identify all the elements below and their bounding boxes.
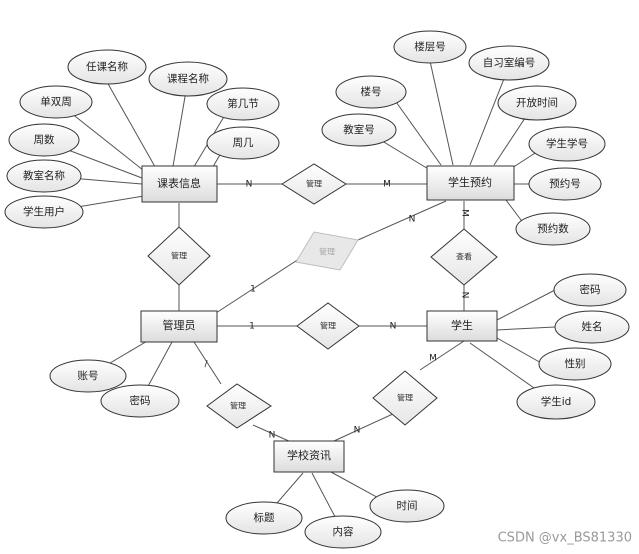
rel-schedule-reservation: 管理 bbox=[281, 163, 347, 205]
rel-admin-schedule-label: 管理 bbox=[171, 251, 187, 261]
attr-student-gender-label: 性别 bbox=[565, 357, 586, 370]
entity-student: 学生 bbox=[426, 310, 498, 342]
attr-odd-even-week-label: 单双周 bbox=[40, 96, 72, 108]
cardinality-label: 1 bbox=[249, 322, 255, 332]
attr-reservation-count-label: 预约数 bbox=[537, 222, 569, 235]
attr-open-time: 开放时间 bbox=[497, 85, 577, 121]
cardinality-label: N bbox=[354, 426, 361, 436]
cardinality-label: N bbox=[269, 431, 276, 441]
cardinality-label: M bbox=[383, 180, 391, 190]
attr-course-name-label: 课程名称 bbox=[167, 72, 209, 85]
attr-student-user: 学生用户 bbox=[4, 195, 84, 229]
attr-news-time-label: 时间 bbox=[397, 499, 418, 512]
rel-reservation-student-label: 查看 bbox=[456, 252, 472, 262]
cardinality-label: M bbox=[460, 209, 470, 217]
rel-admin-student: 管理 bbox=[296, 302, 360, 350]
entity-reservation: 学生预约 bbox=[426, 165, 515, 201]
attr-student-name-label: 姓名 bbox=[582, 320, 603, 333]
attr-student-no-label: 学生学号 bbox=[546, 137, 588, 150]
attr-news-time: 时间 bbox=[369, 489, 445, 523]
cardinality-label: N bbox=[390, 322, 397, 332]
attr-reservation-no-label: 预约号 bbox=[549, 177, 581, 190]
cardinality-label: N bbox=[409, 215, 416, 225]
entity-admin: 管理员 bbox=[140, 310, 218, 343]
attr-floor-no-label: 楼层号 bbox=[414, 40, 446, 53]
attr-weekday-label: 周几 bbox=[233, 137, 254, 149]
attr-open-time-label: 开放时间 bbox=[516, 96, 558, 109]
cardinality-label: 1 bbox=[250, 285, 256, 295]
rel-student-news: 管理 bbox=[372, 370, 438, 426]
entity-schedule-label: 课表信息 bbox=[157, 176, 201, 190]
attr-study-room-no-label: 自习室编号 bbox=[483, 56, 536, 69]
entity-reservation-label: 学生预约 bbox=[448, 175, 492, 189]
cardinality-label: / bbox=[204, 360, 208, 370]
attr-student-password: 密码 bbox=[553, 273, 627, 307]
rel-admin-reservation-label: 管理 bbox=[319, 247, 335, 257]
entity-news-label: 学校资讯 bbox=[287, 448, 331, 462]
cardinality-label: N bbox=[460, 292, 470, 299]
attr-reservation-count: 预约数 bbox=[515, 212, 591, 246]
attr-student-password-label: 密码 bbox=[580, 283, 601, 296]
attr-student-name: 姓名 bbox=[554, 310, 630, 344]
attr-student-gender: 性别 bbox=[538, 347, 612, 381]
attr-reservation-no: 预约号 bbox=[528, 167, 602, 201]
attr-building-no-label: 楼号 bbox=[361, 85, 382, 98]
attr-study-room-no: 自习室编号 bbox=[468, 45, 550, 81]
attr-admin-password: 密码 bbox=[100, 384, 180, 418]
attr-news-title: 标题 bbox=[225, 501, 303, 535]
entity-news: 学校资讯 bbox=[273, 440, 345, 473]
attr-odd-even-week: 单双周 bbox=[19, 85, 93, 119]
entity-schedule: 课表信息 bbox=[141, 165, 218, 203]
attr-course-teacher: 任课名称 bbox=[67, 49, 147, 85]
attr-course-teacher-label: 任课名称 bbox=[86, 60, 128, 73]
rel-admin-news: 管理 bbox=[206, 383, 272, 429]
attr-week-count-label: 周数 bbox=[34, 133, 55, 146]
attr-classroom-name-label: 教室名称 bbox=[23, 169, 65, 182]
cardinality-label: N bbox=[246, 180, 253, 190]
entity-student-label: 学生 bbox=[451, 318, 473, 332]
rel-schedule-reservation-label: 管理 bbox=[306, 179, 322, 189]
attr-admin-password-label: 密码 bbox=[130, 394, 151, 407]
attr-admin-account-label: 账号 bbox=[78, 370, 99, 382]
attr-classroom-no: 教室号 bbox=[321, 113, 397, 147]
attr-admin-account: 账号 bbox=[49, 359, 127, 393]
attr-week-count: 周数 bbox=[8, 123, 80, 157]
attr-floor-no: 楼层号 bbox=[393, 30, 467, 64]
attr-section-label: 第几节 bbox=[227, 97, 259, 110]
attr-classroom-no-label: 教室号 bbox=[343, 123, 375, 136]
attr-course-name: 课程名称 bbox=[148, 61, 228, 97]
cardinality-label: M bbox=[429, 354, 437, 364]
attr-student-id-label: 学生id bbox=[541, 395, 572, 408]
attr-section: 第几节 bbox=[206, 87, 280, 121]
attr-news-content-label: 内容 bbox=[333, 525, 354, 538]
rel-admin-student-label: 管理 bbox=[320, 321, 336, 331]
attr-student-no: 学生学号 bbox=[528, 126, 606, 162]
rel-admin-schedule: 管理 bbox=[147, 226, 211, 286]
attr-classroom-name: 教室名称 bbox=[6, 159, 82, 193]
attr-student-user-label: 学生用户 bbox=[23, 205, 65, 218]
attr-weekday: 周几 bbox=[206, 126, 280, 160]
entity-admin-label: 管理员 bbox=[163, 318, 196, 332]
rel-admin-reservation: 管理 bbox=[295, 231, 359, 271]
rel-reservation-student: 查看 bbox=[430, 228, 498, 286]
rel-admin-news-label: 管理 bbox=[230, 401, 246, 411]
attr-building-no: 楼号 bbox=[335, 75, 407, 109]
attr-news-title-label: 标题 bbox=[254, 512, 275, 524]
attr-student-id: 学生id bbox=[516, 384, 596, 420]
rel-student-news-label: 管理 bbox=[397, 393, 413, 403]
attr-news-content: 内容 bbox=[304, 515, 382, 549]
watermark-text: CSDN @vx_BS81330 bbox=[498, 531, 632, 546]
